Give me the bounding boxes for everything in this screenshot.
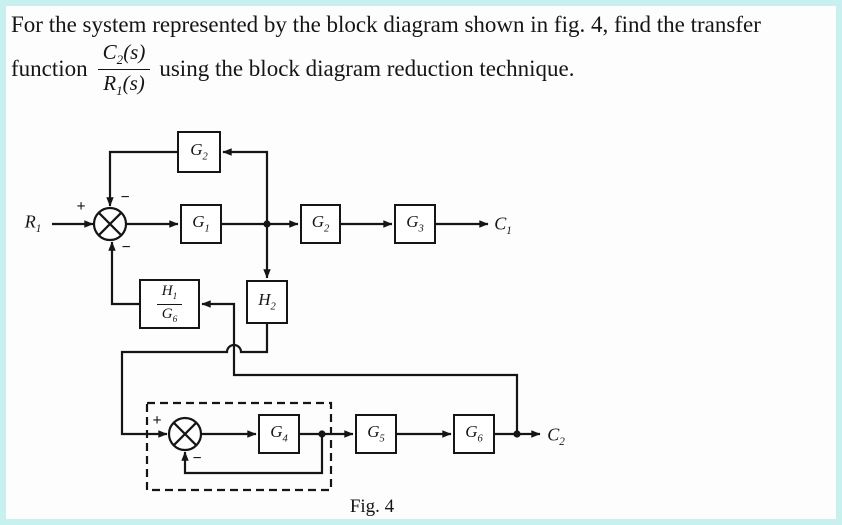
label-c2: C2 <box>547 426 565 449</box>
sum2-minus-sign: − <box>192 450 202 467</box>
numerator-subscript: 2 <box>116 52 124 68</box>
g2-feedback-subscript: 2 <box>202 151 208 163</box>
g6-den-subscript: 6 <box>172 314 178 325</box>
g2-feedback-symbol: G <box>190 140 203 160</box>
text-after-fraction: using the block diagram reduction techni… <box>159 56 575 82</box>
takeoff-point-after-g1 <box>263 220 271 228</box>
h1-over-g6-denominator: G6 <box>162 305 178 326</box>
takeoff-point-c2 <box>513 430 521 438</box>
feedback-g2-to-sum1-top <box>106 150 177 207</box>
g4-symbol: G <box>270 422 283 442</box>
denominator-symbol: R <box>103 70 117 95</box>
figure-caption: Fig. 4 <box>349 496 395 517</box>
fraction-numerator: C2(s) <box>97 40 151 70</box>
fraction-denominator: R1(s) <box>103 70 145 99</box>
g5-subscript: 5 <box>379 433 385 445</box>
takeoff-point-after-g4 <box>318 430 326 438</box>
g4-subscript: 4 <box>282 433 288 445</box>
h1-over-g6-fraction: H1 G6 <box>156 282 183 326</box>
c2-subscript: 2 <box>559 436 565 449</box>
g5-symbol: G <box>367 422 380 442</box>
summing-junction-1 <box>92 206 128 242</box>
feedback-c2-to-h1g6 <box>201 300 519 434</box>
word-function: function <box>11 56 88 82</box>
g6-den-symbol: G <box>161 305 173 322</box>
transfer-function-fraction: C2(s) R1(s) <box>97 40 151 99</box>
block-h2: H2 <box>246 280 288 324</box>
label-r1: R1 <box>25 213 42 236</box>
block-g5: G5 <box>355 414 397 454</box>
block-g3: G3 <box>394 204 436 244</box>
numerator-argument: (s) <box>123 40 146 64</box>
block-g2-feedback: G2 <box>177 131 221 173</box>
block-g2-forward: G2 <box>300 204 341 244</box>
g6-symbol: G <box>465 422 478 442</box>
problem-line-2: function C2(s) R1(s) using the block dia… <box>11 40 833 99</box>
h2-symbol: H <box>258 290 271 310</box>
sum1-plus-sign: + <box>76 198 86 215</box>
inner-loop-dashed-box <box>145 401 333 492</box>
r1-symbol: R <box>24 211 36 232</box>
g3-subscript: 3 <box>418 223 424 235</box>
h1-symbol: H <box>161 282 173 299</box>
g1-subscript: 1 <box>204 223 210 235</box>
problem-line-1: For the system represented by the block … <box>11 12 761 37</box>
sum1-minus-bottom-sign: − <box>121 239 131 256</box>
h1-over-g6-numerator: H1 <box>156 282 183 305</box>
block-g6: G6 <box>453 414 495 454</box>
feedback-g4-to-sum2-bottom <box>181 434 324 475</box>
sum2-plus-sign: + <box>152 412 162 429</box>
feedback-h1g6-to-sum1-bottom <box>108 241 139 306</box>
c2-symbol: C <box>547 424 560 445</box>
summing-junction-2 <box>167 416 203 452</box>
block-g1: G1 <box>180 204 222 244</box>
g3-symbol: G <box>406 212 419 232</box>
g2-forward-subscript: 2 <box>324 223 330 235</box>
c1-symbol: C <box>494 213 507 234</box>
c1-subscript: 1 <box>506 225 512 238</box>
h2-subscript: 2 <box>270 301 276 313</box>
denominator-subscript: 1 <box>116 82 123 98</box>
g2-forward-symbol: G <box>311 212 324 232</box>
sum1-minus-top-sign: − <box>120 189 130 206</box>
signal-h2-to-sum2 <box>120 324 269 438</box>
feedback-takeoff-to-g2 <box>222 148 269 224</box>
block-h1-over-g6: H1 G6 <box>139 279 200 329</box>
h1-subscript: 1 <box>172 291 178 302</box>
problem-statement: For the system represented by the block … <box>11 12 833 99</box>
g6-subscript: 6 <box>477 433 483 445</box>
block-g4: G4 <box>258 414 300 454</box>
r1-subscript: 1 <box>35 223 42 236</box>
g1-symbol: G <box>192 212 205 232</box>
denominator-argument: (s) <box>122 70 145 95</box>
numerator-symbol: C <box>102 40 117 64</box>
label-c1: C1 <box>494 215 512 238</box>
